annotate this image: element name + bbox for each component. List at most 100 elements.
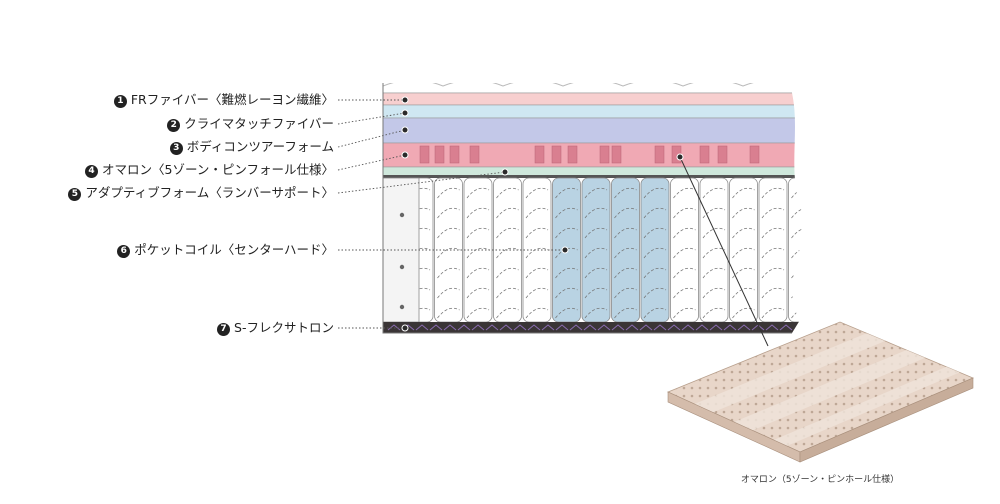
coil-spring xyxy=(466,227,490,239)
pocket-coil xyxy=(611,177,640,323)
coil-spring xyxy=(466,187,490,199)
inset-zone-band xyxy=(694,333,886,413)
flexatron-weave xyxy=(625,324,639,331)
leader-marker-7 xyxy=(401,324,409,332)
coil-spring xyxy=(614,267,637,279)
leader-marker-1 xyxy=(401,96,409,104)
coil-spring xyxy=(525,247,549,259)
coil-spring xyxy=(791,307,803,319)
omalon-hole xyxy=(551,145,562,164)
coil-spring xyxy=(643,287,667,299)
coil-spring xyxy=(584,307,608,319)
coil-spring xyxy=(466,307,490,319)
coil-spring xyxy=(437,267,460,279)
coil-spring xyxy=(761,227,785,239)
inset-connector-line xyxy=(679,156,769,347)
leader-marker-2 xyxy=(401,109,409,117)
leader-marker-5 xyxy=(501,168,509,176)
pocket-coil xyxy=(758,177,788,323)
coil-spring xyxy=(791,287,803,299)
coil-spring xyxy=(555,287,578,299)
coil-spring xyxy=(555,307,578,319)
coil-spring xyxy=(791,227,803,239)
flexatron-weave xyxy=(555,324,569,331)
coil-spring xyxy=(614,187,637,199)
omalon-hole xyxy=(654,145,665,164)
fr-fiber-layer xyxy=(383,92,803,106)
layer-number-2: 2 xyxy=(167,119,181,132)
inset-zone-band xyxy=(734,350,926,431)
coil-spring xyxy=(732,187,755,199)
coil-spring xyxy=(791,207,803,219)
pocket-coil xyxy=(640,177,670,323)
omalon-hole xyxy=(534,145,545,164)
inset-zone-band xyxy=(773,366,960,446)
coil-spring xyxy=(584,247,608,259)
body-contour-foam-layer xyxy=(383,117,803,144)
coil-spring xyxy=(761,267,785,279)
layer-text-1: FRファイバー〈難燃レーヨン繊維〉 xyxy=(130,92,334,107)
coil-spring xyxy=(732,267,755,279)
layer-number-6: 6 xyxy=(117,245,131,258)
omalon-hole xyxy=(749,145,760,164)
coil-spring xyxy=(761,247,785,259)
omalon-layer xyxy=(383,142,803,168)
flexatron-weave xyxy=(485,324,499,331)
coil-spring xyxy=(525,207,549,219)
coil-spring xyxy=(466,267,490,279)
coil-spring xyxy=(496,247,519,259)
coil-spring xyxy=(702,247,726,259)
flexatron-weave xyxy=(569,324,583,331)
flexatron-weave xyxy=(723,324,737,331)
coil-spring xyxy=(525,307,549,319)
layer-text-5: アダプティブフォーム〈ランバーサポート〉 xyxy=(85,185,334,200)
coil-spring xyxy=(437,247,460,259)
leader-marker-3 xyxy=(401,126,409,134)
coil-spring xyxy=(761,287,785,299)
coil-spring xyxy=(437,287,460,299)
pocket-coil xyxy=(581,177,611,323)
coil-spring xyxy=(525,267,549,279)
coil-spring xyxy=(702,227,726,239)
coil-spring xyxy=(496,187,519,199)
omalon-hole xyxy=(419,145,430,164)
side-vent xyxy=(399,212,405,218)
coil-spring xyxy=(437,187,460,199)
coil-spring xyxy=(555,247,578,259)
coil-spring xyxy=(673,267,696,279)
coil-spring xyxy=(437,227,460,239)
coil-spring xyxy=(791,247,803,259)
coil-spring xyxy=(673,227,696,239)
coil-spring xyxy=(761,187,785,199)
coil-spring xyxy=(791,187,803,199)
coil-spring xyxy=(673,187,696,199)
coil-spring xyxy=(584,227,608,239)
layer-number-4: 4 xyxy=(85,165,99,178)
coil-spring xyxy=(584,267,608,279)
flexatron-weave xyxy=(583,324,597,331)
coil-spring xyxy=(555,187,578,199)
layer-number-3: 3 xyxy=(169,142,183,155)
leader-marker-4 xyxy=(401,151,409,159)
coil-spring xyxy=(732,307,755,319)
coil-spring xyxy=(643,187,667,199)
coil-spring xyxy=(614,287,637,299)
omalon-hole xyxy=(449,145,460,164)
coil-spring xyxy=(555,267,578,279)
coil-spring xyxy=(614,227,637,239)
coil-spring xyxy=(643,307,667,319)
flexatron-weave xyxy=(499,324,513,331)
flexatron-weave xyxy=(709,324,723,331)
flexatron-weave xyxy=(639,324,653,331)
coil-spring xyxy=(496,267,519,279)
coil-spring xyxy=(643,267,667,279)
coil-spring xyxy=(555,227,578,239)
coil-spring xyxy=(702,307,726,319)
omalon-hole xyxy=(717,145,728,164)
flexatron-weave xyxy=(667,324,681,331)
coil-spring xyxy=(496,227,519,239)
coil-spring xyxy=(466,207,490,219)
coil-spring xyxy=(761,207,785,219)
